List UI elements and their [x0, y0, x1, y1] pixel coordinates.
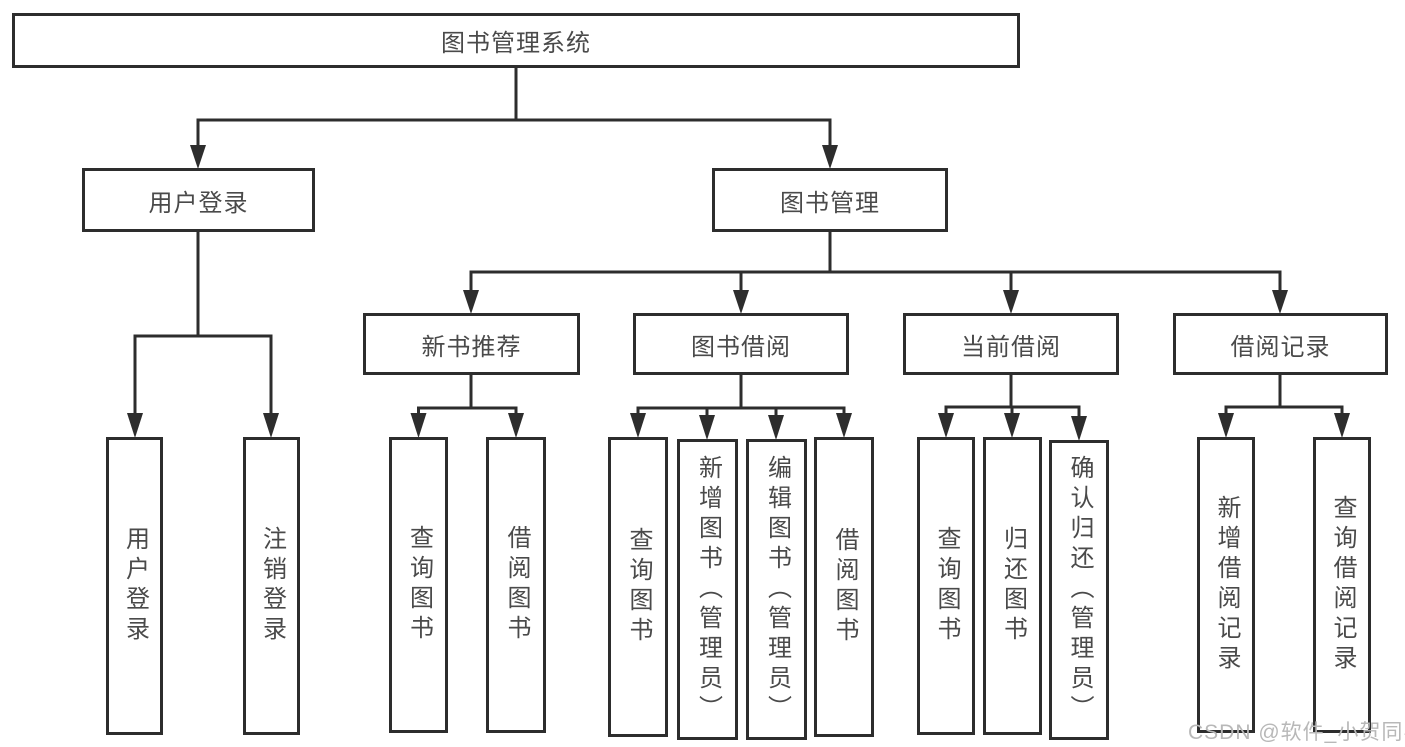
arrowhead — [463, 290, 479, 314]
arrowhead — [1272, 290, 1288, 314]
node-user-login-label: 用户登录 — [148, 189, 249, 217]
edge-user-login-children — [127, 232, 279, 438]
arrowhead — [733, 290, 749, 314]
node-leaf-logout: 注销登录 — [243, 437, 300, 735]
node-leaf-add-record-label: 新增借阅记录 — [1213, 495, 1240, 675]
arrowhead — [836, 413, 852, 438]
node-leaf-user-login-label: 用户登录 — [121, 526, 149, 646]
node-borrow-records: 借阅记录 — [1173, 313, 1388, 375]
node-leaf-return-book-label: 归还图书 — [999, 526, 1027, 646]
arrowhead — [1003, 290, 1019, 314]
node-current-borrow: 当前借阅 — [903, 313, 1119, 375]
node-new-books: 新书推荐 — [363, 313, 580, 375]
node-leaf-newbooks-borrow-label: 借阅图书 — [503, 525, 530, 645]
node-leaf-user-login: 用户登录 — [106, 437, 163, 735]
node-leaf-current-query: 查询图书 — [917, 437, 975, 735]
node-leaf-borrow-add-admin: 新增图书（管理员） — [677, 439, 738, 740]
arrowhead — [410, 413, 427, 438]
node-leaf-borrow-book-label: 借阅图书 — [831, 527, 858, 647]
node-leaf-confirm-return-admin: 确认归还（管理员） — [1049, 440, 1109, 740]
node-leaf-query-record: 查询借阅记录 — [1313, 437, 1371, 733]
arrowhead — [768, 415, 784, 440]
node-book-borrow-label: 图书借阅 — [691, 333, 791, 361]
node-borrow-records-label: 借阅记录 — [1230, 333, 1331, 361]
arrowhead — [699, 415, 715, 440]
edge-borrow-records-children — [1218, 375, 1350, 438]
node-leaf-add-record: 新增借阅记录 — [1197, 437, 1255, 733]
node-leaf-newbooks-query-label: 查询图书 — [405, 525, 433, 645]
node-leaf-query-record-label: 查询借阅记录 — [1329, 495, 1356, 675]
node-current-borrow-label: 当前借阅 — [961, 333, 1061, 361]
edge-root-to-level2 — [190, 68, 838, 169]
node-leaf-return-book: 归还图书 — [983, 437, 1042, 735]
node-book-mgmt-label: 图书管理 — [780, 189, 880, 217]
node-user-login: 用户登录 — [82, 168, 315, 232]
node-leaf-borrow-book: 借阅图书 — [814, 437, 874, 737]
node-leaf-borrow-edit-admin-label: 编辑图书（管理员） — [763, 454, 791, 725]
edge-current-borrow-children — [938, 375, 1087, 441]
node-leaf-borrow-query-label: 查询图书 — [625, 527, 652, 647]
node-leaf-logout-label: 注销登录 — [258, 526, 286, 646]
node-library-system-label: 图书管理系统 — [441, 30, 591, 57]
arrowhead — [508, 413, 524, 438]
arrowhead — [1071, 416, 1087, 441]
arrowhead — [630, 413, 646, 438]
node-leaf-borrow-add-admin-label: 新增图书（管理员） — [694, 454, 722, 725]
arrowhead — [1004, 413, 1020, 438]
arrowhead — [822, 145, 838, 169]
node-leaf-current-query-label: 查询图书 — [933, 526, 960, 646]
node-leaf-newbooks-query: 查询图书 — [389, 437, 448, 733]
node-leaf-borrow-edit-admin: 编辑图书（管理员） — [746, 439, 807, 740]
csdn-watermark: CSDN @软件_小贺同学 — [1188, 721, 1405, 744]
edge-book-mgmt-children — [463, 232, 1288, 314]
node-leaf-confirm-return-admin-label: 确认归还（管理员） — [1066, 455, 1093, 725]
arrowhead — [1218, 413, 1234, 438]
node-leaf-borrow-query: 查询图书 — [608, 437, 668, 737]
node-new-books-label: 新书推荐 — [421, 333, 522, 361]
arrowhead — [263, 413, 279, 438]
arrowhead — [127, 413, 143, 438]
node-book-mgmt: 图书管理 — [712, 168, 948, 232]
node-leaf-newbooks-borrow: 借阅图书 — [486, 437, 546, 733]
arrowhead — [1334, 413, 1350, 438]
arrowhead — [190, 145, 206, 169]
edge-new-books-children — [410, 375, 524, 438]
node-book-borrow: 图书借阅 — [633, 313, 849, 375]
edge-book-borrow-children — [630, 375, 852, 440]
node-library-system: 图书管理系统 — [12, 13, 1020, 68]
arrowhead — [938, 413, 954, 438]
